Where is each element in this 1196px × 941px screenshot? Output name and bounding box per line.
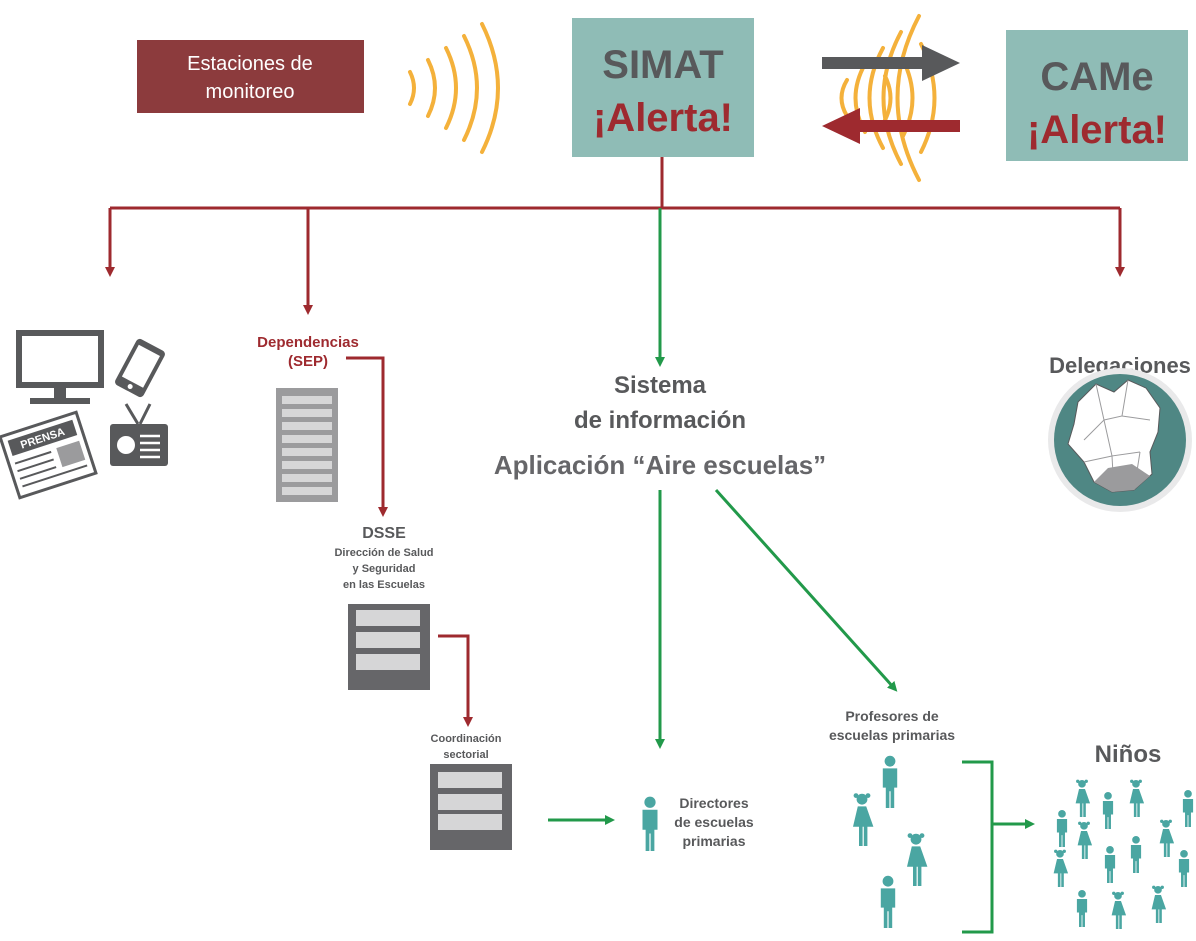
director-person-icon	[642, 796, 658, 851]
dependencias-to-dsse-arrow	[346, 356, 388, 517]
dsse-line3: en las Escuelas	[343, 579, 425, 591]
sistema-title: Sistema	[614, 372, 707, 399]
came-alert: ¡Alerta!	[1027, 108, 1167, 152]
exchange-waves-icon	[839, 14, 937, 182]
dependencias-subtitle: (SEP)	[288, 353, 328, 370]
dependencias-title: Dependencias	[257, 334, 359, 351]
newspaper-icon: PRENSA	[0, 410, 98, 500]
sistema-subtitle: de información	[574, 407, 746, 434]
distribution-lines	[105, 157, 1125, 315]
simat-to-came-arrow	[822, 45, 960, 81]
profesores-line2: escuelas primarias	[829, 727, 955, 743]
profesores-bracket	[962, 760, 1035, 934]
simat-alert: ¡Alerta!	[593, 96, 733, 140]
dsse-line1: Dirección de Salud	[334, 547, 433, 559]
coordinacion-line1: Coordinación	[431, 733, 502, 745]
stations-label-line2: monitoreo	[206, 81, 295, 103]
signal-waves-icon	[408, 22, 500, 154]
dsse-line2: y Seguridad	[353, 563, 416, 575]
smartphone-icon	[115, 338, 165, 398]
simat-title: SIMAT	[602, 43, 723, 87]
dsse-server-icon	[348, 604, 430, 690]
simat-box: SIMAT ¡Alerta!	[572, 18, 754, 157]
ninos-title: Niños	[1095, 741, 1162, 768]
came-title: CAMe	[1040, 55, 1153, 99]
stations-label-line1: Estaciones de	[187, 53, 313, 75]
ninos-group-icon	[1053, 779, 1194, 929]
dependencias-server-icon	[276, 388, 338, 502]
came-to-simat-arrow	[822, 108, 960, 144]
directores-line3: primarias	[682, 833, 745, 849]
radio-icon	[110, 403, 168, 466]
coordinacion-line2: sectorial	[443, 749, 488, 761]
directores-line1: Directores	[679, 795, 748, 811]
monitor-icon	[16, 330, 104, 404]
dsse-to-coordinacion-arrow	[438, 634, 473, 727]
sistema-to-profesores-arrow	[714, 488, 898, 692]
dsse-title: DSSE	[362, 525, 406, 542]
stations-box: Estaciones de monitoreo	[137, 40, 364, 113]
profesores-line1: Profesores de	[845, 708, 939, 724]
delegaciones-map-icon	[1048, 368, 1192, 512]
app-name: Aplicación “Aire escuelas”	[494, 450, 826, 480]
directores-line2: de escuelas	[674, 814, 754, 830]
came-box: CAMe ¡Alerta!	[1006, 30, 1188, 161]
profesores-group-icon	[853, 755, 928, 928]
coordinacion-server-icon	[430, 764, 512, 850]
